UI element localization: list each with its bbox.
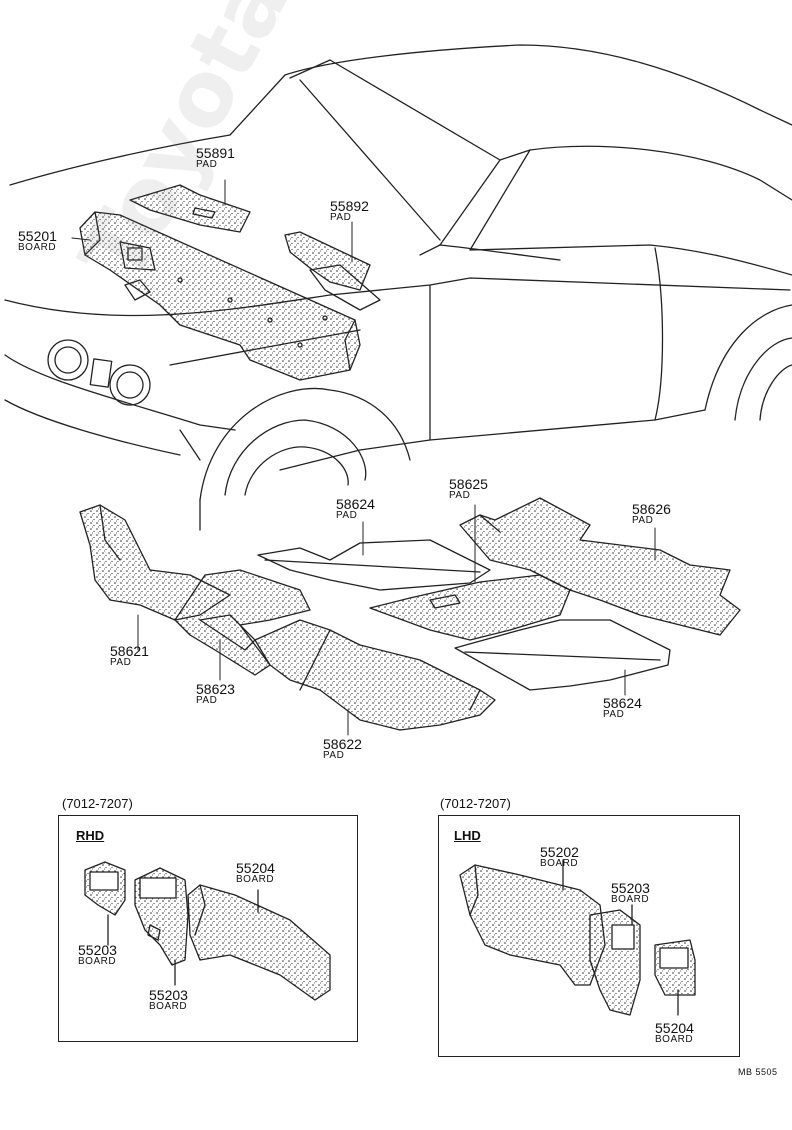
part-name: PAD <box>196 159 218 170</box>
label-58626: 58626 PAD <box>632 502 671 526</box>
part-58622-pad <box>254 619 496 731</box>
part-55892-pad <box>284 231 381 311</box>
lhd-model-code: (7012-7207) <box>440 796 511 811</box>
part-number: 55204 <box>655 1020 694 1036</box>
part-58625-pad <box>369 574 571 641</box>
label-55201: 55201 BOARD <box>18 229 57 253</box>
part-name: PAD <box>110 657 132 668</box>
label-rhd-55203-left: 55203 BOARD <box>78 943 117 967</box>
part-name: PAD <box>196 695 218 706</box>
part-58624-pad-lower <box>454 619 671 691</box>
part-name: PAD <box>336 510 358 521</box>
part-number: 55892 <box>330 198 369 214</box>
part-55201-board <box>79 211 361 381</box>
part-number: 58624 <box>336 496 375 512</box>
part-name: PAD <box>330 212 352 223</box>
car-body-outline <box>4 44 792 531</box>
part-number: 58622 <box>323 736 362 752</box>
lhd-box <box>438 815 740 1057</box>
part-name: PAD <box>323 750 345 761</box>
leader-lines <box>71 179 656 736</box>
part-number: 58621 <box>110 643 149 659</box>
part-number: 55201 <box>18 228 57 244</box>
part-number: 55202 <box>540 844 579 860</box>
part-number: 58624 <box>603 695 642 711</box>
part-number: 55203 <box>78 942 117 958</box>
part-name: BOARD <box>236 874 275 885</box>
label-55891: 55891 PAD <box>196 146 235 170</box>
label-55892: 55892 PAD <box>330 199 369 223</box>
label-58623: 58623 PAD <box>196 682 235 706</box>
rhd-parts-drawing <box>84 861 331 1001</box>
part-number: 55203 <box>611 880 650 896</box>
label-58625: 58625 PAD <box>449 477 488 501</box>
part-number: 58625 <box>449 476 488 492</box>
part-58624-pad-upper <box>257 539 491 591</box>
label-lhd-55203: 55203 BOARD <box>611 881 650 905</box>
label-rhd-55204: 55204 BOARD <box>236 861 275 885</box>
part-number: 55204 <box>236 860 275 876</box>
label-58621: 58621 PAD <box>110 644 149 668</box>
part-name: BOARD <box>149 1001 188 1012</box>
part-number: 55203 <box>149 987 188 1003</box>
part-name: BOARD <box>655 1034 694 1045</box>
part-name: PAD <box>449 490 471 501</box>
label-58624-upper: 58624 PAD <box>336 497 375 521</box>
part-name: PAD <box>632 515 654 526</box>
part-name: PAD <box>603 709 625 720</box>
rhd-header: RHD <box>76 828 105 843</box>
lhd-parts-drawing <box>459 859 696 1016</box>
part-name: BOARD <box>540 858 579 869</box>
part-number: 58623 <box>196 681 235 697</box>
label-rhd-55203-right: 55203 BOARD <box>149 988 188 1012</box>
label-58622: 58622 PAD <box>323 737 362 761</box>
rhd-model-code: (7012-7207) <box>62 796 133 811</box>
lhd-header: LHD <box>454 828 481 843</box>
part-55891-pad <box>129 184 251 233</box>
label-lhd-55202: 55202 BOARD <box>540 845 579 869</box>
figure-code: MB 5505 <box>738 1067 778 1077</box>
part-name: BOARD <box>78 956 117 967</box>
part-58626-pad <box>459 497 741 636</box>
part-name: BOARD <box>611 894 650 905</box>
part-number: 58626 <box>632 501 671 517</box>
label-58624-lower: 58624 PAD <box>603 696 642 720</box>
part-number: 55891 <box>196 145 235 161</box>
rhd-box <box>58 815 358 1042</box>
part-name: BOARD <box>18 242 57 253</box>
label-lhd-55204: 55204 BOARD <box>655 1021 694 1045</box>
